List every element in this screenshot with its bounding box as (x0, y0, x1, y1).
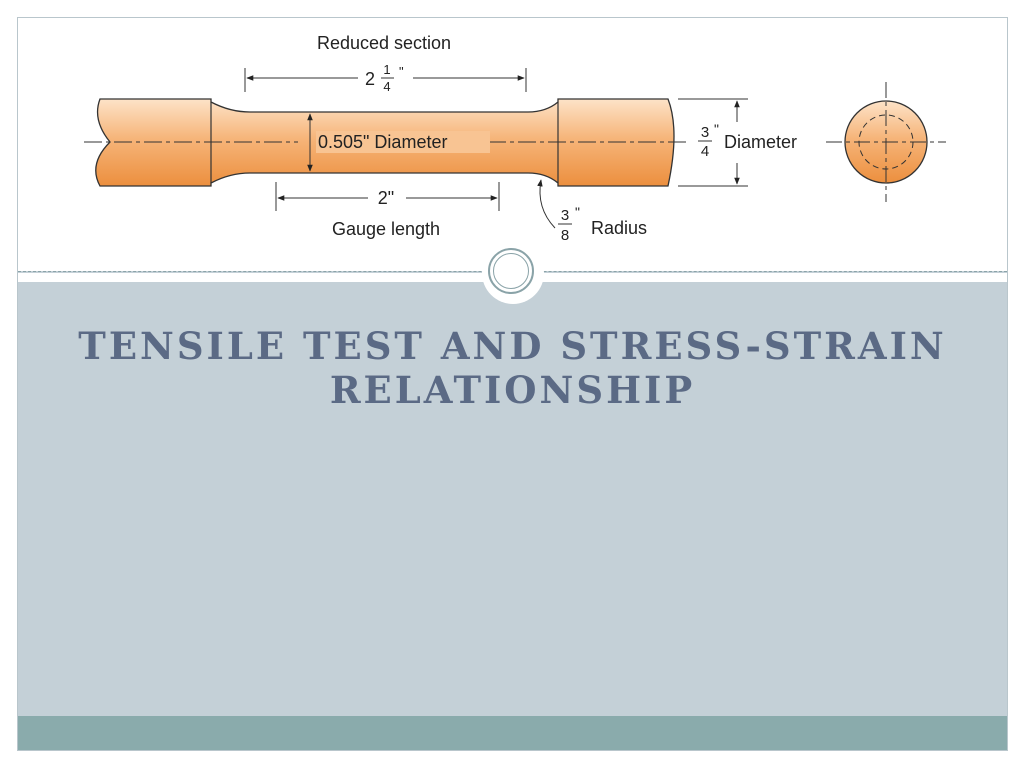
specimen-end-view (826, 82, 946, 202)
slide: Reduced section 2 1 4 " 0.505" Diameter … (17, 17, 1008, 751)
slide-title: TENSILE TEST AND STRESS-STRAIN RELATIONS… (78, 324, 947, 412)
tensile-specimen-diagram: Reduced section 2 1 4 " 0.505" Diameter … (84, 33, 946, 244)
gauge-length-label: Gauge length (332, 219, 440, 239)
radius-unit: " (575, 204, 580, 220)
end-diameter-numerator: 3 (701, 124, 709, 141)
diagram-panel: Reduced section 2 1 4 " 0.505" Diameter … (18, 18, 1007, 271)
footer-bar (18, 716, 1007, 750)
ornament-ring-outer (488, 248, 534, 294)
reduced-diameter-label: 0.505" Diameter (318, 132, 447, 152)
end-diameter-denominator: 4 (701, 143, 709, 160)
ornament-ring-inner (493, 253, 529, 289)
reduced-section-label: Reduced section (317, 33, 451, 53)
radius-leader (537, 179, 556, 229)
reduced-diameter-label-bg (316, 131, 490, 153)
radius-label: Radius (591, 218, 647, 238)
gauge-length-value: 2" (378, 188, 394, 208)
reduced-length-numerator: 1 (383, 62, 390, 77)
radius-numerator: 3 (561, 207, 569, 224)
end-diameter-unit: " (714, 121, 719, 137)
reduced-length-denominator: 4 (383, 79, 390, 94)
end-diameter-label: Diameter (724, 132, 797, 152)
reduced-length-whole: 2 (365, 69, 375, 89)
reduced-length-unit: " (399, 64, 404, 79)
radius-denominator: 8 (561, 227, 569, 244)
